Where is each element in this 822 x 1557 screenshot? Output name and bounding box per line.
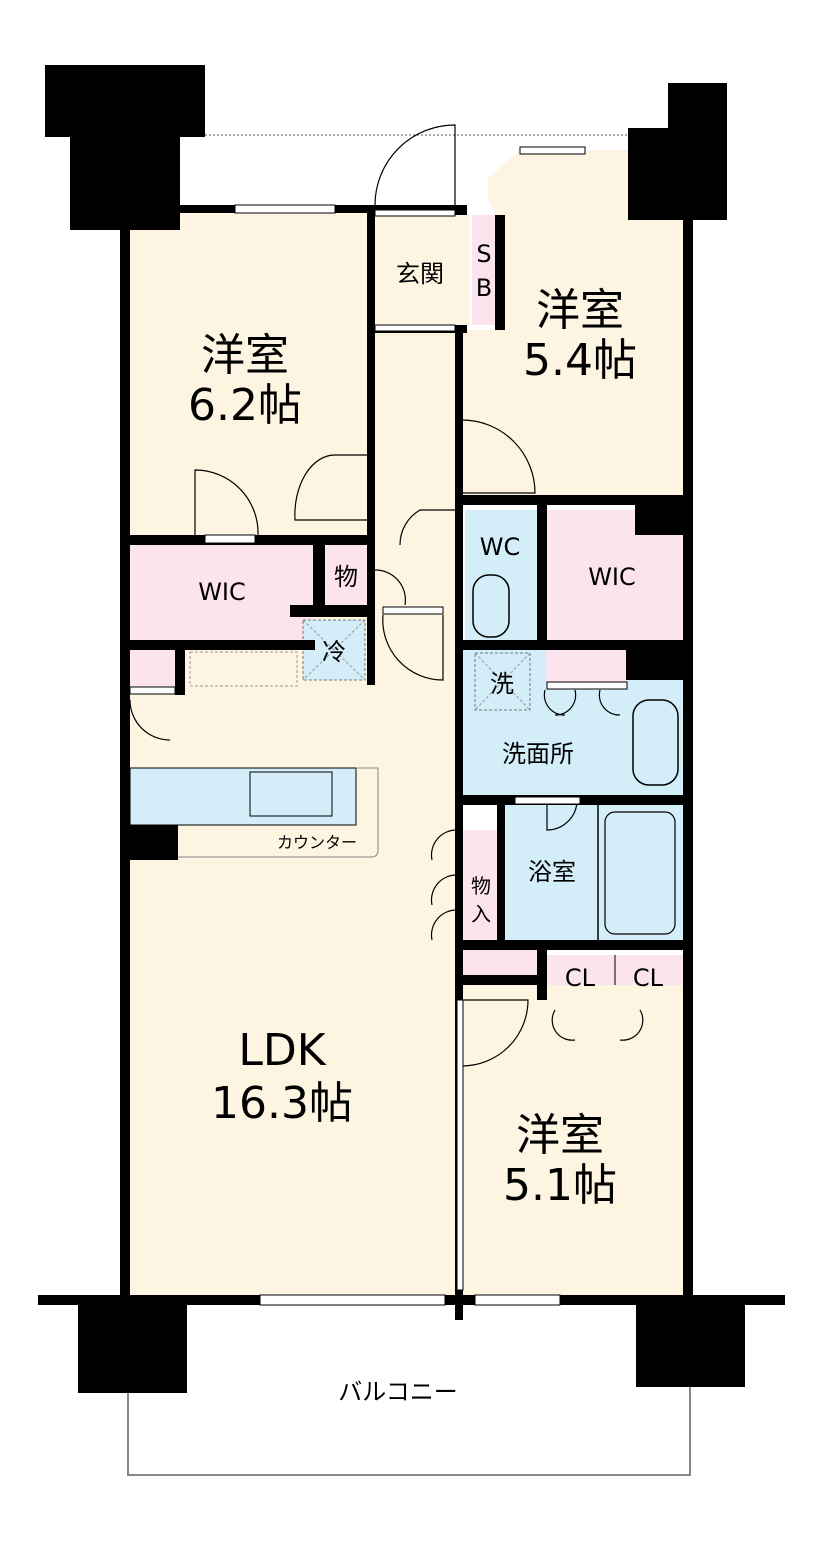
bathtub-icon [604, 811, 676, 935]
sink-icon [632, 699, 679, 786]
label-wc: WC [480, 533, 521, 561]
wc-floor [465, 510, 537, 640]
room-size-western-6-2: 6.2帖 [188, 380, 302, 431]
room-name-western-5-1: 洋室 [516, 1110, 604, 1161]
label-washroom: 洗面所 [502, 740, 574, 768]
label-balcony: バルコニー [338, 1378, 458, 1406]
balcony-area [127, 1299, 691, 1476]
washroom-storage [546, 650, 626, 682]
label-storage-small: 物 [334, 563, 358, 591]
western-room-5-4-floor [462, 150, 683, 498]
western-room-5-1-floor [462, 985, 683, 1297]
room-size-western-5-1: 5.1帖 [503, 1160, 617, 1211]
washer-space [474, 652, 531, 711]
label-cl-right: CL [633, 964, 664, 992]
storage-closet [462, 830, 500, 945]
label-washer: 洗 [490, 670, 514, 698]
entrance-floor [375, 215, 470, 325]
label-shoe-box-s: S [476, 240, 491, 268]
room-name-western-6-2: 洋室 [201, 330, 289, 381]
label-shoe-box-b: B [476, 274, 492, 302]
shoe-box [472, 215, 495, 325]
label-fridge: 冷 [322, 638, 346, 666]
windows [129, 146, 628, 1306]
ldk-floor [130, 612, 457, 1297]
label-storage-closet-2: 入 [471, 902, 491, 926]
wic-left [130, 545, 313, 640]
room-name-western-5-4: 洋室 [536, 285, 624, 336]
room-size-western-5-4: 5.4帖 [523, 335, 637, 386]
storage-small [325, 545, 370, 605]
label-cl-left: CL [565, 964, 596, 992]
room-size-ldk: 16.3帖 [211, 1078, 353, 1129]
label-counter: カウンター [277, 833, 357, 852]
hallway-floor [375, 325, 457, 615]
door-swings [129, 124, 644, 1067]
label-wic-left: WIC [198, 578, 246, 606]
pantry [130, 650, 175, 687]
room-name-ldk: LDK [238, 1025, 326, 1076]
label-wic-right: WIC [588, 563, 636, 591]
toilet-icon [472, 574, 510, 638]
label-storage-closet-1: 物 [471, 874, 491, 898]
western-room-6-2-floor [130, 212, 370, 537]
label-entrance: 玄関 [396, 260, 444, 288]
label-bathroom: 浴室 [528, 858, 576, 886]
bathroom-floor [505, 805, 683, 940]
